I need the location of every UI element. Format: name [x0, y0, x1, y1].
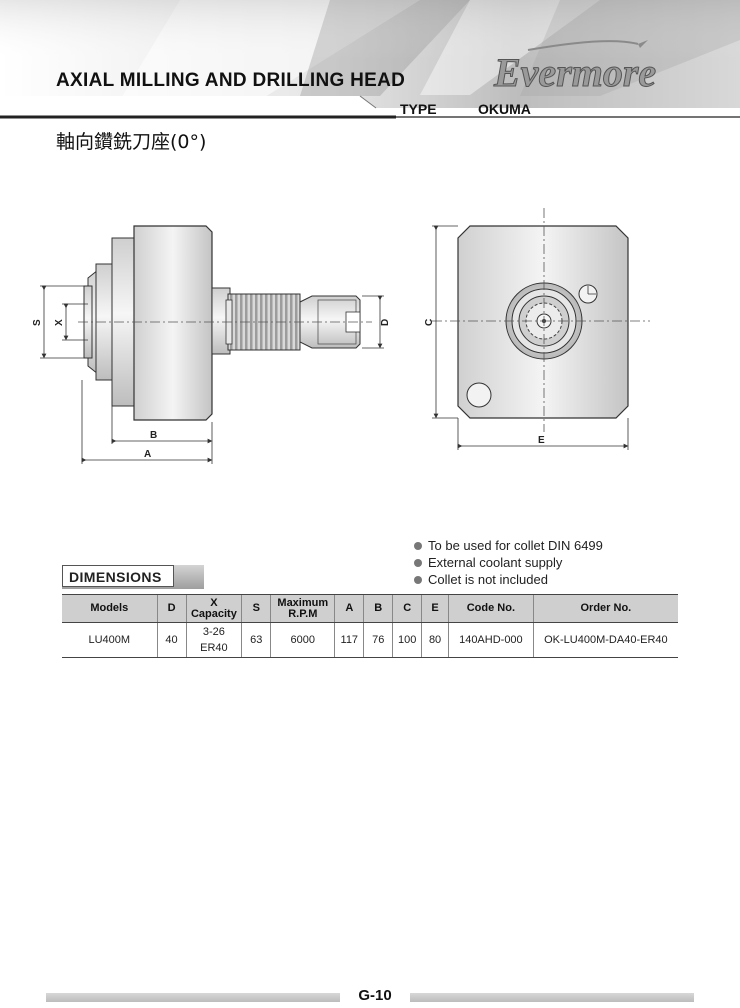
note-item: External coolant supply [414, 554, 603, 571]
dim-label-a: A [144, 449, 151, 460]
header-a: A [334, 594, 364, 623]
header-c: C [392, 594, 422, 623]
cell-a: 117 [334, 622, 364, 658]
feature-notes: To be used for collet DIN 6499 External … [414, 537, 603, 588]
front-view: C E [424, 208, 650, 450]
page-number: G-10 [340, 985, 410, 1007]
page-footer: G-10 [0, 985, 740, 1008]
bullet-icon [414, 558, 422, 567]
cell-max-rpm: 6000 [270, 622, 335, 658]
cell-e: 80 [421, 622, 449, 658]
page-subtitle: 軸向鑽銑刀座(0°) [56, 131, 207, 153]
cell-s: 63 [241, 622, 271, 658]
bullet-icon [414, 575, 422, 584]
header-b: B [363, 594, 393, 623]
dim-label-s: S [32, 319, 43, 326]
type-label: TYPE [400, 101, 437, 117]
type-value: OKUMA [478, 101, 531, 117]
header-models: Models [62, 594, 158, 623]
dim-label-b: B [150, 430, 157, 441]
technical-drawing: B A S X D C E [32, 208, 650, 464]
dimensions-label: DIMENSIONS [62, 565, 204, 589]
cell-order-no: OK-LU400M-DA40-ER40 [532, 622, 678, 658]
footer-bar-right [404, 993, 694, 1002]
dim-label-e: E [538, 435, 545, 446]
header-s: S [241, 594, 271, 623]
note-item: To be used for collet DIN 6499 [414, 537, 603, 554]
header-code-no: Code No. [448, 594, 534, 623]
header-order-no: Order No. [532, 594, 678, 623]
header-d: D [156, 594, 187, 623]
dim-label-x: X [54, 319, 65, 326]
header-background [0, 0, 740, 120]
note-item: Collet is not included [414, 571, 603, 588]
page-title: AXIAL MILLING AND DRILLING HEAD [56, 70, 406, 91]
bullet-icon [414, 541, 422, 550]
cell-d: 40 [156, 622, 187, 658]
cell-models: LU400M [62, 622, 158, 658]
svg-text:Evermore: Evermore [493, 50, 656, 95]
cell-code-no: 140AHD-000 [448, 622, 534, 658]
side-view: B A S X D [32, 225, 391, 464]
footer-bar-left [46, 993, 346, 1002]
header-swoosh-graphic [0, 0, 740, 120]
evermore-logo: Evermore [493, 40, 657, 96]
dim-label-c: C [424, 319, 435, 326]
cell-c: 100 [392, 622, 422, 658]
header-e: E [421, 594, 449, 623]
cell-b: 76 [363, 622, 393, 658]
dim-label-d: D [380, 319, 391, 326]
